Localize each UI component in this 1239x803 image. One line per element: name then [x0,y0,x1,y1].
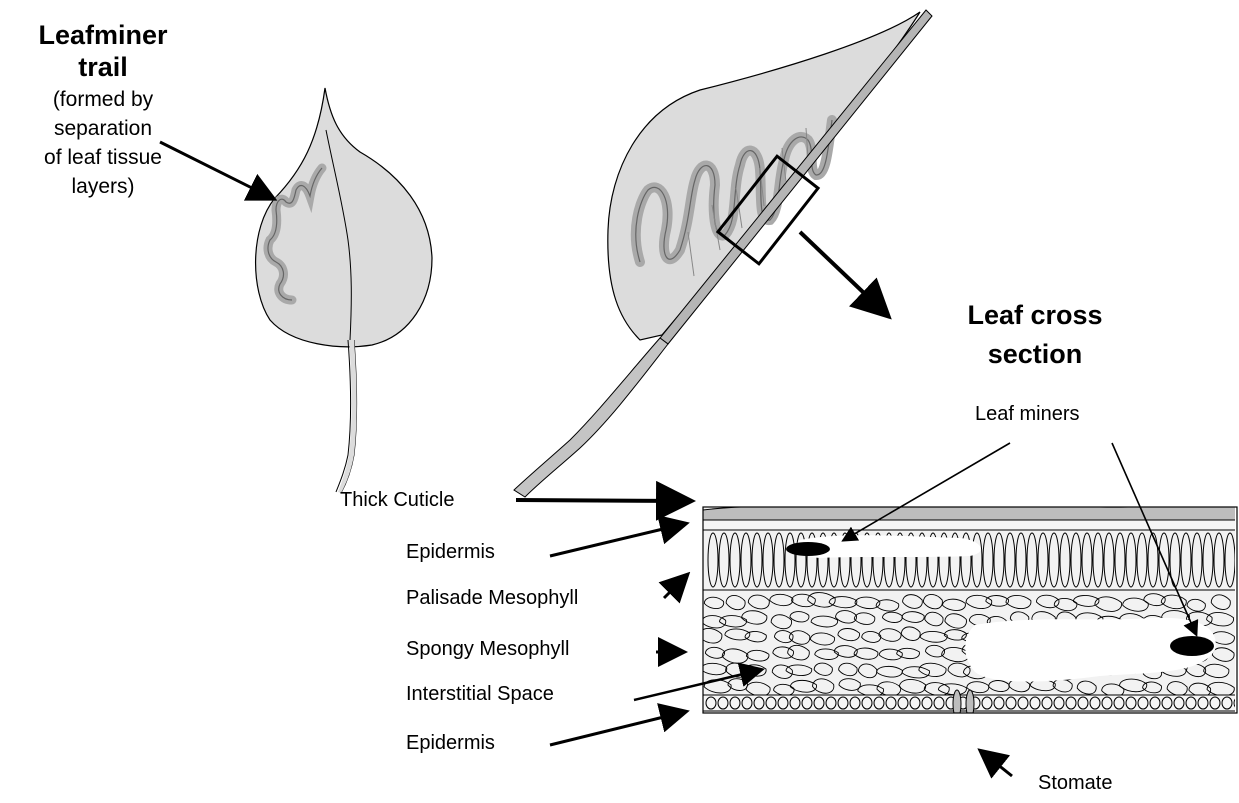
epidermis-top-arrow [550,524,684,556]
cross-section-title-line2: section [945,339,1125,370]
thick-cuticle-label: Thick Cuticle [340,489,454,512]
trail-title-line1: Leafminer [28,20,178,51]
stomate-arrow [982,752,1012,776]
trail-desc-line4: layers) [18,175,188,199]
palisade-layer [703,530,1237,590]
trail-desc-line2: separation [18,117,188,141]
small-leaf [256,88,432,493]
large-leaf [514,10,932,497]
cuticle-layer [703,504,1237,520]
epidermis-bottom-label: Epidermis [406,732,495,755]
spongy-label: Spongy Mesophyll [406,638,569,661]
palisade-label: Palisade Mesophyll [406,587,578,610]
cross-section [699,504,1239,718]
epidermis-top-label: Epidermis [406,541,495,564]
epidermis-bottom-arrow [550,712,684,745]
trail-desc-line1: (formed by [18,88,188,112]
leaf-miner-larva-1 [786,542,830,556]
upper-epidermis-layer [703,520,1237,530]
cuticle-arrow [516,500,688,501]
palisade-arrow [664,576,686,598]
stomate-label: Stomate [1038,772,1112,795]
large-leaf-petiole [514,338,668,497]
leaf-miner-larva-2 [1170,636,1214,656]
trail-desc-line3: of leaf tissue [18,146,188,170]
trail-title-line2: trail [28,52,178,83]
cross-section-title-line1: Leaf cross [945,300,1125,331]
zoom-arrow [800,232,886,314]
leaf-miners-label: Leaf miners [975,403,1080,426]
interstitial-label: Interstitial Space [406,683,554,706]
